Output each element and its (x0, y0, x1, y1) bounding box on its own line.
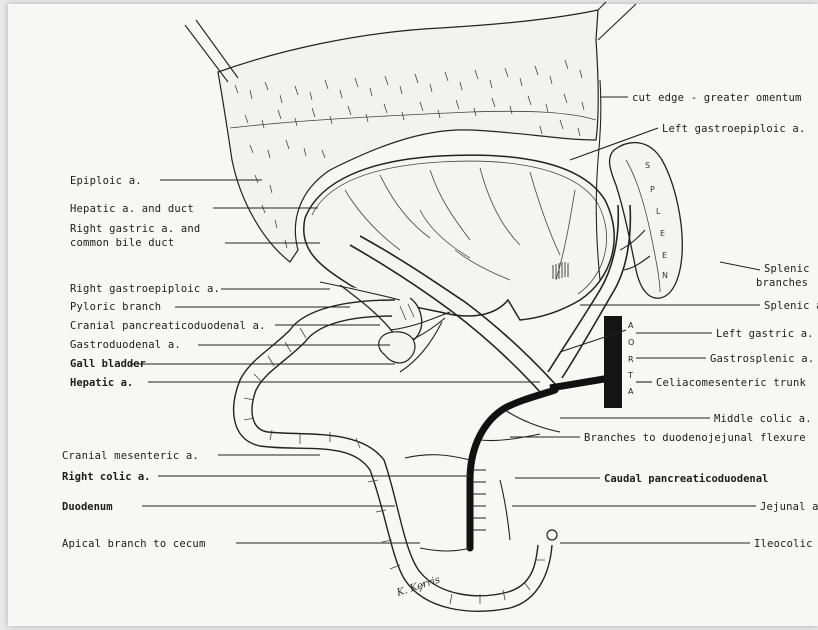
aorta-letters: A O R T A (627, 321, 634, 396)
label-gastrosplenic: Gastrosplenic a. (710, 353, 814, 365)
aorta-letter: O (628, 338, 634, 347)
label-cranial-mesenteric: Cranial mesenteric a. (62, 450, 199, 462)
label-middle-colic: Middle colic a. (714, 413, 812, 425)
labels-left: Epiploic a. Hepatic a. and duct Right ga… (62, 175, 266, 550)
stomach (304, 155, 614, 341)
label-duodenum: Duodenum (62, 501, 113, 513)
artist-signature: K. Kerris (395, 575, 442, 600)
label-cut-edge: cut edge - greater omentum (632, 92, 802, 104)
label-epiploic: Epiploic a. (70, 175, 142, 187)
label-left-gastroepiploic: Left gastroepiploic a. (662, 123, 805, 135)
label-cranial-pancreaticoduodenal: Cranial pancreaticoduodenal a. (70, 320, 266, 332)
label-hepatic: Hepatic a. (70, 377, 133, 389)
aorta-letter: A (628, 321, 634, 330)
label-pyloric-branch: Pyloric branch (70, 301, 161, 313)
label-duodenojejunal: Branches to duodenojejunal flexure (584, 432, 806, 444)
duodenum-loop (234, 300, 557, 611)
label-right-colic: Right colic a. (62, 471, 151, 483)
spleen-letter: N (662, 271, 668, 280)
label-celiacomesenteric: Celiacomesenteric trunk (656, 377, 806, 389)
label-caudal-pancreaticoduodenal: Caudal pancreaticoduodenal (604, 473, 768, 485)
label-jejunal: Jejunal a. (760, 501, 818, 513)
spleen-letter: E (662, 251, 667, 260)
aorta-letter: R (628, 355, 634, 364)
label-right-gastric-line2: common bile duct (70, 237, 174, 249)
aorta (604, 316, 622, 408)
label-right-gastroepiploic: Right gastroepiploic a. (70, 283, 220, 295)
label-splenic-branches-line2: branches (756, 277, 808, 289)
label-gastroduodenal: Gastroduodenal a. (70, 339, 181, 351)
label-hepatic-and-duct: Hepatic a. and duct (70, 203, 194, 215)
label-splenic-branches-line1: Splenic (764, 263, 810, 275)
spleen-letter: E (660, 229, 665, 238)
spleen-letter: S (645, 161, 650, 170)
aorta-letter: A (628, 387, 634, 396)
label-splenic: Splenic a. (764, 300, 818, 312)
label-left-gastric: Left gastric a. (716, 328, 814, 340)
label-gall-bladder: Gall bladder (70, 358, 146, 370)
label-apical-branch: Apical branch to cecum (62, 538, 205, 550)
aorta-letter: T (627, 371, 633, 380)
spleen-letter: L (656, 207, 661, 216)
label-ileocolic: Ileocolic (754, 538, 813, 550)
label-right-gastric-line1: Right gastric a. and (70, 223, 200, 235)
spleen-letter: P (650, 185, 655, 194)
